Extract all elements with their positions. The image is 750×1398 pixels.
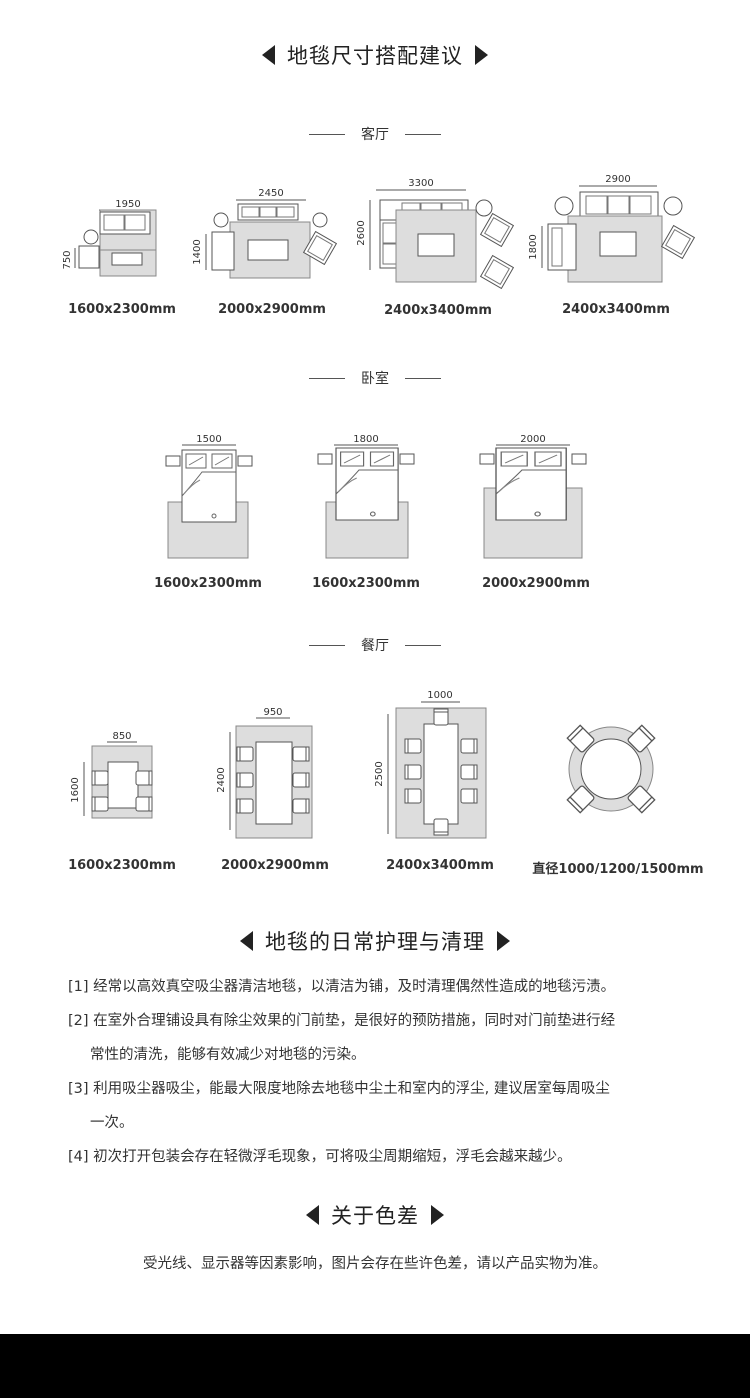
divider [309, 377, 345, 379]
dining-caption-1: 1600x2300mm [68, 858, 176, 873]
dining-diagrams: 850 1600 950 2400 1000 [70, 690, 656, 839]
living-diagram-4: 2900 1800 [528, 174, 696, 283]
svg-text:1950: 1950 [115, 199, 140, 210]
svg-text:1400: 1400 [192, 239, 203, 264]
svg-text:1800: 1800 [528, 234, 539, 259]
color-note: 受光线、显示器等因素影响，图片会存在些许色差，请以产品实物为准。 [143, 1256, 607, 1272]
svg-text:1000: 1000 [427, 690, 452, 701]
left-triangle-icon [240, 931, 253, 951]
dining-diagram-3: 1000 2500 [374, 690, 487, 839]
divider [405, 377, 441, 379]
bedroom-caption-2: 1600x2300mm [312, 576, 420, 591]
bedroom-diagram-2: 1800 [317, 434, 415, 559]
bedroom-diagram-3: 2000 [479, 434, 587, 559]
living-caption-2: 2000x2900mm [218, 302, 326, 317]
care-section-title-row: 地毯的日常护理与清理 [0, 926, 750, 956]
left-triangle-icon [306, 1205, 319, 1225]
svg-text:3300: 3300 [408, 178, 433, 189]
bedroom-subtitle-row: 卧室 [0, 368, 750, 388]
care-item-3: [3] 利用吸尘器吸尘，能最大限度地除去地毯中尘土和室内的浮尘, 建议居室每周吸… [68, 1081, 610, 1097]
right-triangle-icon [497, 931, 510, 951]
svg-text:2400: 2400 [216, 767, 227, 792]
dining-caption-4: 直径1000/1200/1500mm [532, 862, 704, 877]
divider [405, 133, 441, 135]
care-list: [1] 经常以高效真空吸尘器清洁地毯，以清洁为铺，及时清理偶然性造成的地毯污渍。… [68, 970, 708, 1174]
bedroom-caption-1: 1600x2300mm [154, 576, 262, 591]
care-item-3-cont: 一次。 [90, 1115, 134, 1131]
care-section-title: 地毯的日常护理与清理 [265, 930, 485, 954]
color-section-title: 关于色差 [331, 1204, 419, 1228]
dining-label: 餐厅 [361, 638, 389, 654]
divider [309, 133, 345, 135]
svg-text:1500: 1500 [196, 434, 221, 445]
divider [309, 644, 345, 646]
dining-diagram-2: 950 2400 [216, 707, 313, 839]
bedroom-diagrams: 1500 1800 2000 [165, 434, 587, 559]
care-item-2: [2] 在室外合理铺设具有除尘效果的门前垫，是很好的预防措施，同时对门前垫进行经 [68, 1013, 616, 1029]
svg-text:2450: 2450 [258, 188, 283, 199]
svg-text:750: 750 [62, 250, 73, 269]
svg-text:950: 950 [263, 707, 282, 718]
svg-text:1800: 1800 [353, 434, 378, 445]
dining-diagram-1: 850 1600 [70, 731, 153, 819]
svg-text:850: 850 [112, 731, 131, 742]
divider [405, 644, 441, 646]
svg-text:2900: 2900 [605, 174, 630, 185]
living-diagram-3: 3300 2600 [356, 178, 515, 290]
dining-caption-2: 2000x2900mm [221, 858, 329, 873]
bottom-bar [0, 1334, 750, 1398]
living-label: 客厅 [361, 127, 389, 143]
living-diagrams: 1950 750 2450 1400 3300 [62, 174, 696, 290]
living-caption-4: 2400x3400mm [562, 302, 670, 317]
living-caption-1: 1600x2300mm [68, 302, 176, 317]
size-section-title-row: 地毯尺寸搭配建议 [0, 40, 750, 70]
dining-subtitle-row: 餐厅 [0, 635, 750, 655]
bedroom-diagram-1: 1500 [165, 434, 253, 559]
care-item-2-cont: 常性的清洗，能够有效减少对地毯的污染。 [90, 1047, 366, 1063]
living-subtitle-row: 客厅 [0, 124, 750, 144]
living-caption-3: 2400x3400mm [384, 303, 492, 318]
care-item-4: [4] 初次打开包装会存在轻微浮毛现象，可将吸尘周期缩短，浮毛会越来越少。 [68, 1149, 572, 1165]
bedroom-caption-3: 2000x2900mm [482, 576, 590, 591]
living-diagram-2: 2450 1400 [192, 188, 338, 279]
right-triangle-icon [475, 45, 488, 65]
color-section-title-row: 关于色差 [0, 1200, 750, 1230]
dining-diagram-4 [566, 724, 656, 814]
svg-text:2600: 2600 [356, 220, 367, 245]
svg-text:1600: 1600 [70, 777, 81, 802]
dining-caption-3: 2400x3400mm [386, 858, 494, 873]
bedroom-label: 卧室 [361, 371, 389, 387]
living-diagram-1: 1950 750 [62, 199, 157, 277]
svg-text:2000: 2000 [520, 434, 545, 445]
svg-text:2500: 2500 [374, 761, 385, 786]
left-triangle-icon [262, 45, 275, 65]
size-section-title: 地毯尺寸搭配建议 [287, 44, 463, 68]
right-triangle-icon [431, 1205, 444, 1225]
care-item-1: [1] 经常以高效真空吸尘器清洁地毯，以清洁为铺，及时清理偶然性造成的地毯污渍。 [68, 979, 616, 995]
